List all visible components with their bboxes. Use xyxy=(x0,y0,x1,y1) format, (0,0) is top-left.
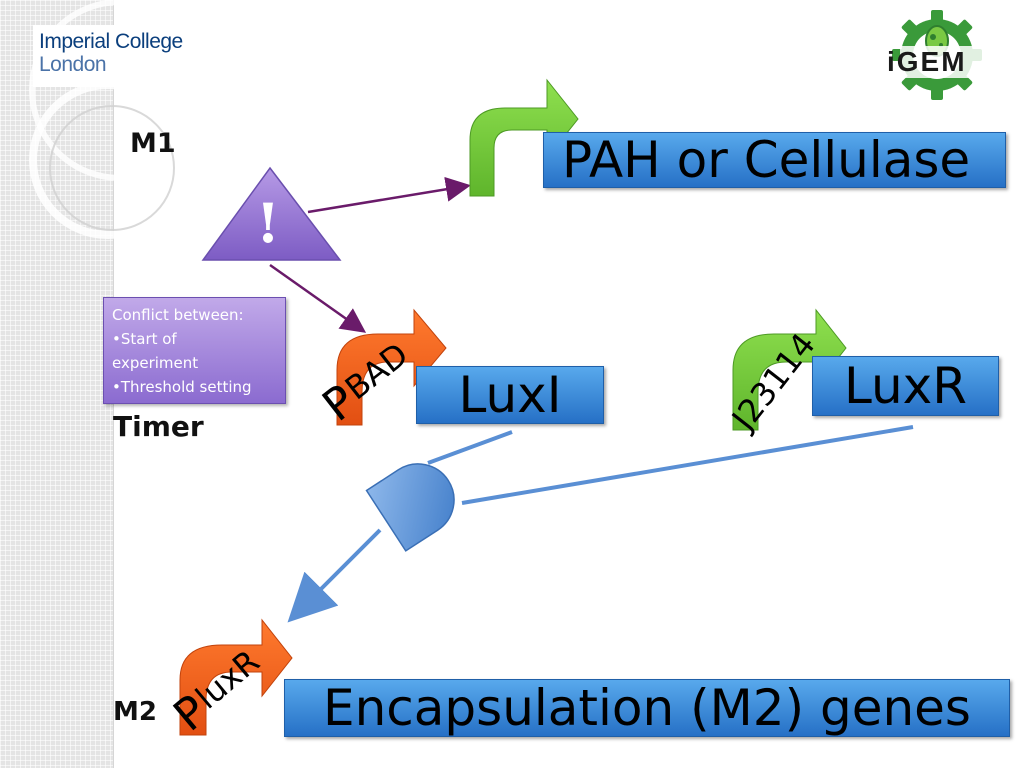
logo-line-2: London xyxy=(39,53,107,76)
arrow-warning-to-pbad xyxy=(269,263,367,333)
logo-line-1: Imperial College xyxy=(39,30,183,53)
warning-symbol: ! xyxy=(256,191,280,255)
gene-box-luxi: LuxI xyxy=(416,366,604,424)
arrow-warning-to-pah xyxy=(307,176,471,214)
conflict-bullet-2: •Threshold setting xyxy=(112,378,252,396)
promoter-arrow-pluxr xyxy=(179,618,293,736)
label-timer: Timer xyxy=(113,410,204,443)
promoter-arrow-j23114 xyxy=(732,308,847,431)
conflict-heading: Conflict between: xyxy=(112,306,244,324)
warning-triangle xyxy=(201,166,342,261)
gene-box-pah-cellulase: PAH or Cellulase xyxy=(543,132,1006,188)
label-m2: M2 xyxy=(113,697,157,727)
conflict-bullet-1: •Start of xyxy=(112,330,177,348)
wire-luxr-to-gate xyxy=(461,425,914,505)
label-m1: M1 xyxy=(130,128,176,159)
arrow-gate-to-pluxr xyxy=(287,528,382,623)
conflict-note: Conflict between: •Start of experiment •… xyxy=(103,297,286,404)
and-gate xyxy=(365,463,455,552)
decorative-side-strip xyxy=(0,0,114,768)
promoter-arrow-pbad xyxy=(336,308,447,426)
igem-logo-text: iGEM xyxy=(887,46,967,77)
gene-box-luxr: LuxR xyxy=(812,356,999,416)
conflict-bullet-1-cont: experiment xyxy=(112,354,199,372)
igem-gear-icon xyxy=(892,10,1012,100)
imperial-college-logo: Imperial College London xyxy=(33,25,200,87)
wire-luxi-to-gate xyxy=(427,430,513,465)
gene-box-encapsulation: Encapsulation (M2) genes xyxy=(284,679,1010,737)
